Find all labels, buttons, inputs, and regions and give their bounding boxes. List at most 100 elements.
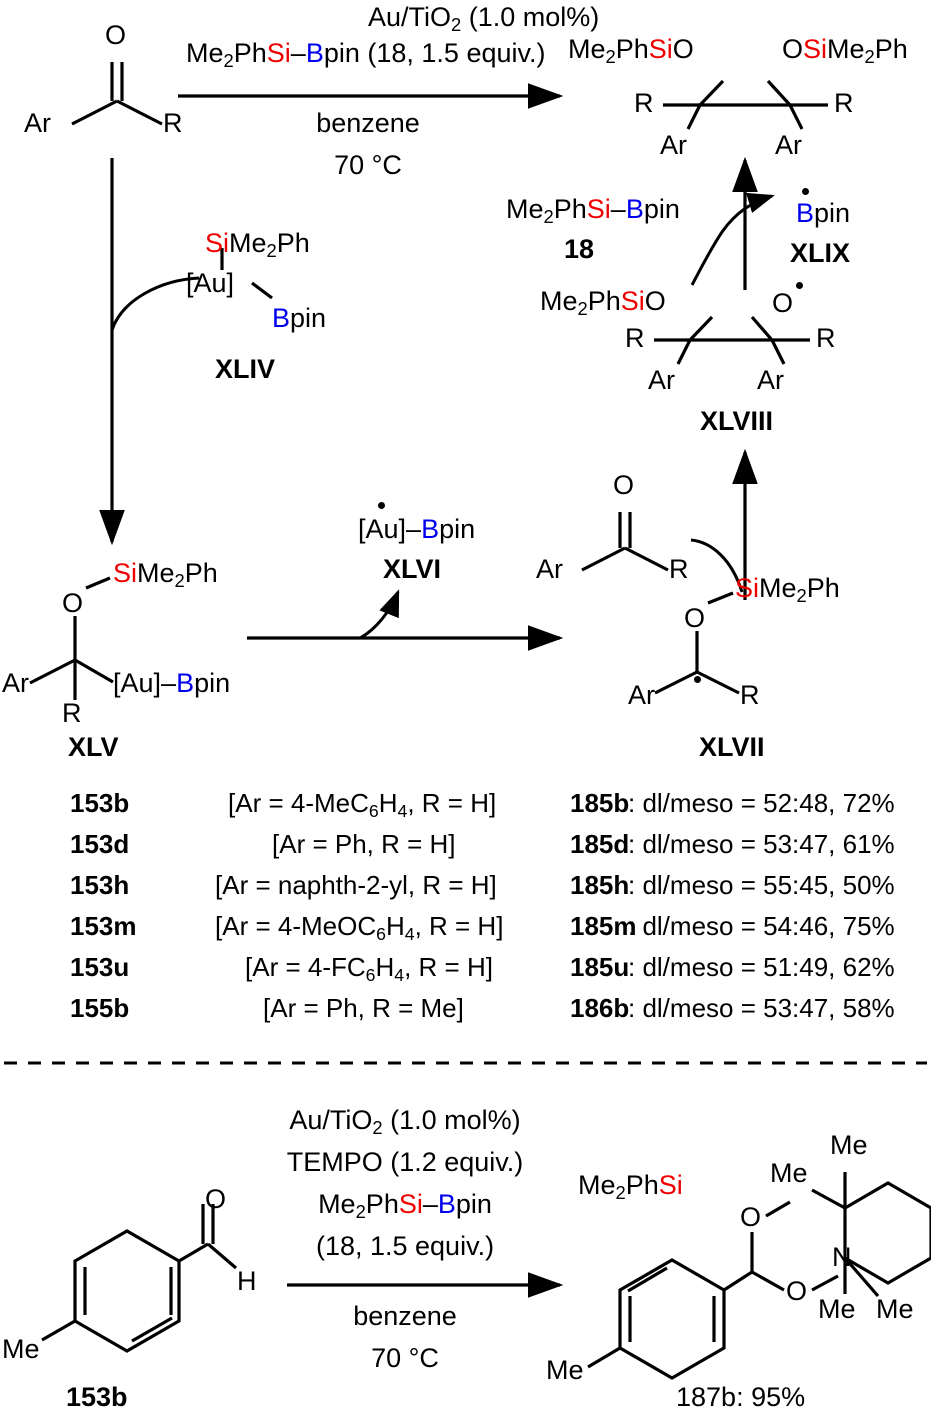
xliv-ph: Ph [276, 228, 310, 258]
xlix-label: XLIX [790, 238, 851, 268]
reagent-18-number: 18 [564, 234, 595, 264]
xlviii-left-silyloxy: Me2PhSiO [540, 288, 666, 319]
xlix-boron-radical: Bpin [796, 200, 850, 227]
xliv-me-sub: 2 [266, 240, 277, 262]
product-ar-left: Ar [660, 130, 687, 160]
r18-dash: – [610, 194, 626, 224]
def-sub1: 6 [365, 964, 376, 985]
def-sub2: 4 [404, 923, 415, 944]
def-sub2: 4 [394, 964, 405, 985]
product-187b-silyl: Me2PhSi [578, 1172, 683, 1203]
reagent-me: Me [186, 38, 224, 68]
xlvii-label: XLVII [699, 732, 765, 762]
product-left-me: Me [568, 34, 606, 64]
reagent-18-formula: Me2PhSi–Bpin [506, 196, 680, 227]
product-id: 185b [570, 788, 630, 818]
xlvi-gold: [Au] [358, 514, 407, 544]
bottom-tempo-condition: TEMPO (1.2 equiv.) [286, 1147, 524, 1177]
bottom-catalyst-name: Au/TiO [289, 1105, 373, 1135]
product-187b-oxygen-top: O [740, 1202, 762, 1232]
xlviii-o-left: O [644, 286, 666, 316]
def-pre: [Ar = 4-FC [245, 952, 366, 982]
product-result: : dl/meso = 55:45, 50% [628, 870, 895, 900]
product-left-si: Si [648, 34, 673, 64]
product-187b-methyl-1: Me [770, 1158, 808, 1188]
table-row: 153d [Ar = Ph, R = H] 185d : dl/meso = 5… [0, 831, 931, 872]
xlv-structure [29, 576, 114, 700]
reagent-pin: pin ( [323, 38, 377, 68]
xlvi-dash: – [406, 514, 422, 544]
bottom-me-sub: 2 [355, 1201, 366, 1223]
product-left-silyloxy-label: Me2PhSiO [568, 36, 694, 67]
substrate-id: 153b [70, 788, 130, 818]
product-left-o: O [672, 34, 694, 64]
bottom-temperature-label: 70 °C [371, 1343, 439, 1373]
tolualdehyde-structure [41, 1204, 238, 1353]
product-187b-methyl-2: Me [830, 1130, 868, 1160]
xlv-b: B [176, 668, 195, 698]
product-result: : dl/meso = 52:48, 72% [628, 788, 895, 818]
def-post: , R = H] [404, 952, 493, 982]
bottom-ph: Ph [365, 1189, 399, 1219]
def-sub1: 6 [376, 923, 386, 944]
catalyst-name: Au/TiO [368, 2, 452, 32]
product-id: 185u [570, 952, 630, 982]
xlviii-r-right: R [816, 323, 836, 353]
xlvii-silyl-group: SiMe2Ph [735, 575, 840, 606]
xlv-me-sub: 2 [174, 570, 185, 592]
xlvii-me-sub: 2 [796, 585, 807, 607]
table-row: 155b [Ar = Ph, R = Me] 186b : dl/meso = … [0, 995, 931, 1036]
xliv-me: Me [229, 228, 267, 258]
bottom-catalyst-condition: Au/TiO2 (1.0 mol%) [289, 1107, 520, 1138]
xlviii-oxygen-radical: O [772, 288, 794, 318]
substrate-id: 153u [70, 952, 130, 982]
catalyst-subscript: 2 [451, 14, 462, 36]
r18-si: Si [586, 194, 611, 224]
xlv-aryl: Ar [2, 668, 29, 698]
ketone-substrate-structure [71, 62, 163, 126]
xlv-pin: pin [194, 668, 231, 698]
reagent-boron: B [305, 38, 324, 68]
product-right-me-sub: 2 [864, 46, 875, 68]
middle-ketone-oxygen: O [613, 470, 635, 500]
product-187b-methyl-3: Me [818, 1294, 856, 1324]
xlvii-oxygen: O [684, 603, 706, 633]
def-pre: [Ar = 4-MeOC [215, 911, 377, 941]
bottom-equiv: , 1.5 equiv.) [354, 1231, 495, 1261]
xlvii-radical-dot [694, 676, 701, 683]
product-result: : dl/meso = 54:46, 75% [628, 911, 895, 941]
xlv-gold-boron: [Au]–Bpin [113, 670, 230, 697]
xliv-structure [220, 248, 273, 300]
xlv-dash: – [161, 668, 177, 698]
product-left-ph: Ph [615, 34, 649, 64]
bottom-substrate-methyl: Me [2, 1334, 40, 1364]
xlv-me: Me [137, 558, 175, 588]
xlviii-ar-left: Ar [648, 365, 675, 395]
product-187b-label: 187b: 95% [676, 1384, 805, 1411]
middle-ketone-r: R [669, 554, 689, 584]
bottom-b: B [437, 1189, 456, 1219]
xliv-pin: pin [290, 303, 327, 333]
bottom-silylborane-condition: Me2PhSi–Bpin [318, 1191, 492, 1222]
product-result: : dl/meso = 53:47, 58% [628, 993, 895, 1023]
xliv-si: Si [205, 228, 230, 258]
p187-si: Si [658, 1170, 683, 1200]
product-r-left: R [634, 88, 654, 118]
xlv-si: Si [113, 558, 138, 588]
table-row: 153h [Ar = naphth-2-yl, R = H] 185h : dl… [0, 872, 931, 913]
def-sub2: 4 [397, 800, 408, 821]
r18-pin: pin [643, 194, 680, 224]
product-right-si: Si [803, 34, 828, 64]
xlviii-radical-dot [796, 282, 803, 289]
reagent-bond-dash: – [290, 38, 306, 68]
table-row: 153u [Ar = 4-FC6H4, R = H] 185u : dl/mes… [0, 954, 931, 995]
product-187b-aryl-methyl: Me [546, 1355, 584, 1385]
product-right-ph: Ph [874, 34, 908, 64]
r18-ph: Ph [553, 194, 587, 224]
table-row: 153b [Ar = 4-MeC6H4, R = H] 185b : dl/me… [0, 790, 931, 831]
xlvi-radical-dot [378, 502, 385, 509]
bottom-substrate-hydrogen: H [237, 1266, 257, 1296]
top-catalyst-condition: Au/TiO2 (1.0 mol%) [368, 4, 599, 35]
curved-arrow-ketone-addition [690, 538, 744, 593]
